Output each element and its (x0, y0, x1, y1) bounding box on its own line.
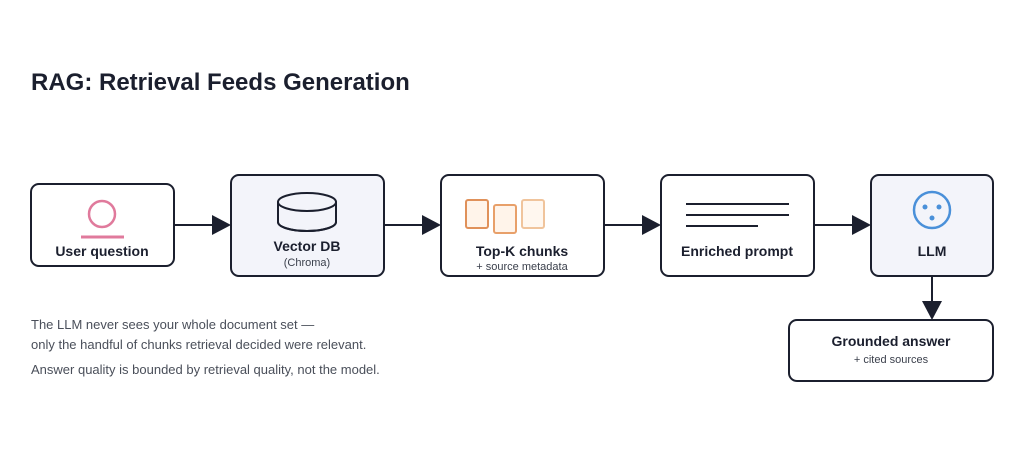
node-llm: LLM (870, 174, 994, 277)
node-enriched-prompt: Enriched prompt (660, 174, 815, 277)
page-title: RAG: Retrieval Feeds Generation (31, 69, 410, 96)
node-label-grounded-answer: Grounded answer (831, 333, 951, 349)
database-icon (277, 192, 337, 232)
node-label-user-question: User question (55, 243, 148, 259)
node-grounded-answer: Grounded answer + cited sources (788, 319, 994, 382)
arrowhead-user-to-vectordb (212, 215, 231, 235)
node-label-top-k-chunks: Top-K chunks (476, 243, 569, 259)
node-sub-grounded-answer: + cited sources (854, 354, 929, 366)
node-sub-top-k-chunks: + source metadata (476, 261, 568, 273)
note-line-1: The LLM never sees your whole document s… (31, 317, 315, 332)
llm-icon (912, 190, 952, 230)
node-user-question: User question (30, 183, 175, 267)
node-top-k-chunks: Top-K chunks + source metadata (440, 174, 605, 277)
text-lines-icon (686, 203, 789, 227)
note-line-2: only the handful of chunks retrieval dec… (31, 337, 367, 352)
node-label-enriched-prompt: Enriched prompt (681, 243, 793, 259)
flow-arrows (175, 215, 942, 320)
node-vector-db: Vector DB (Chroma) (230, 174, 385, 277)
note-line-3: Answer quality is bounded by retrieval q… (31, 362, 380, 377)
arrowhead-llm-to-answer (922, 301, 942, 320)
arrowhead-vectordb-to-topk (422, 215, 441, 235)
node-label-vector-db: Vector DB (274, 238, 341, 254)
arrowhead-prompt-to-llm (852, 215, 871, 235)
arrowhead-topk-to-prompt (642, 215, 661, 235)
node-label-llm: LLM (918, 243, 947, 259)
node-sub-vector-db: (Chroma) (284, 257, 330, 269)
person-icon (81, 199, 124, 239)
document-chunks-icon (465, 199, 545, 234)
